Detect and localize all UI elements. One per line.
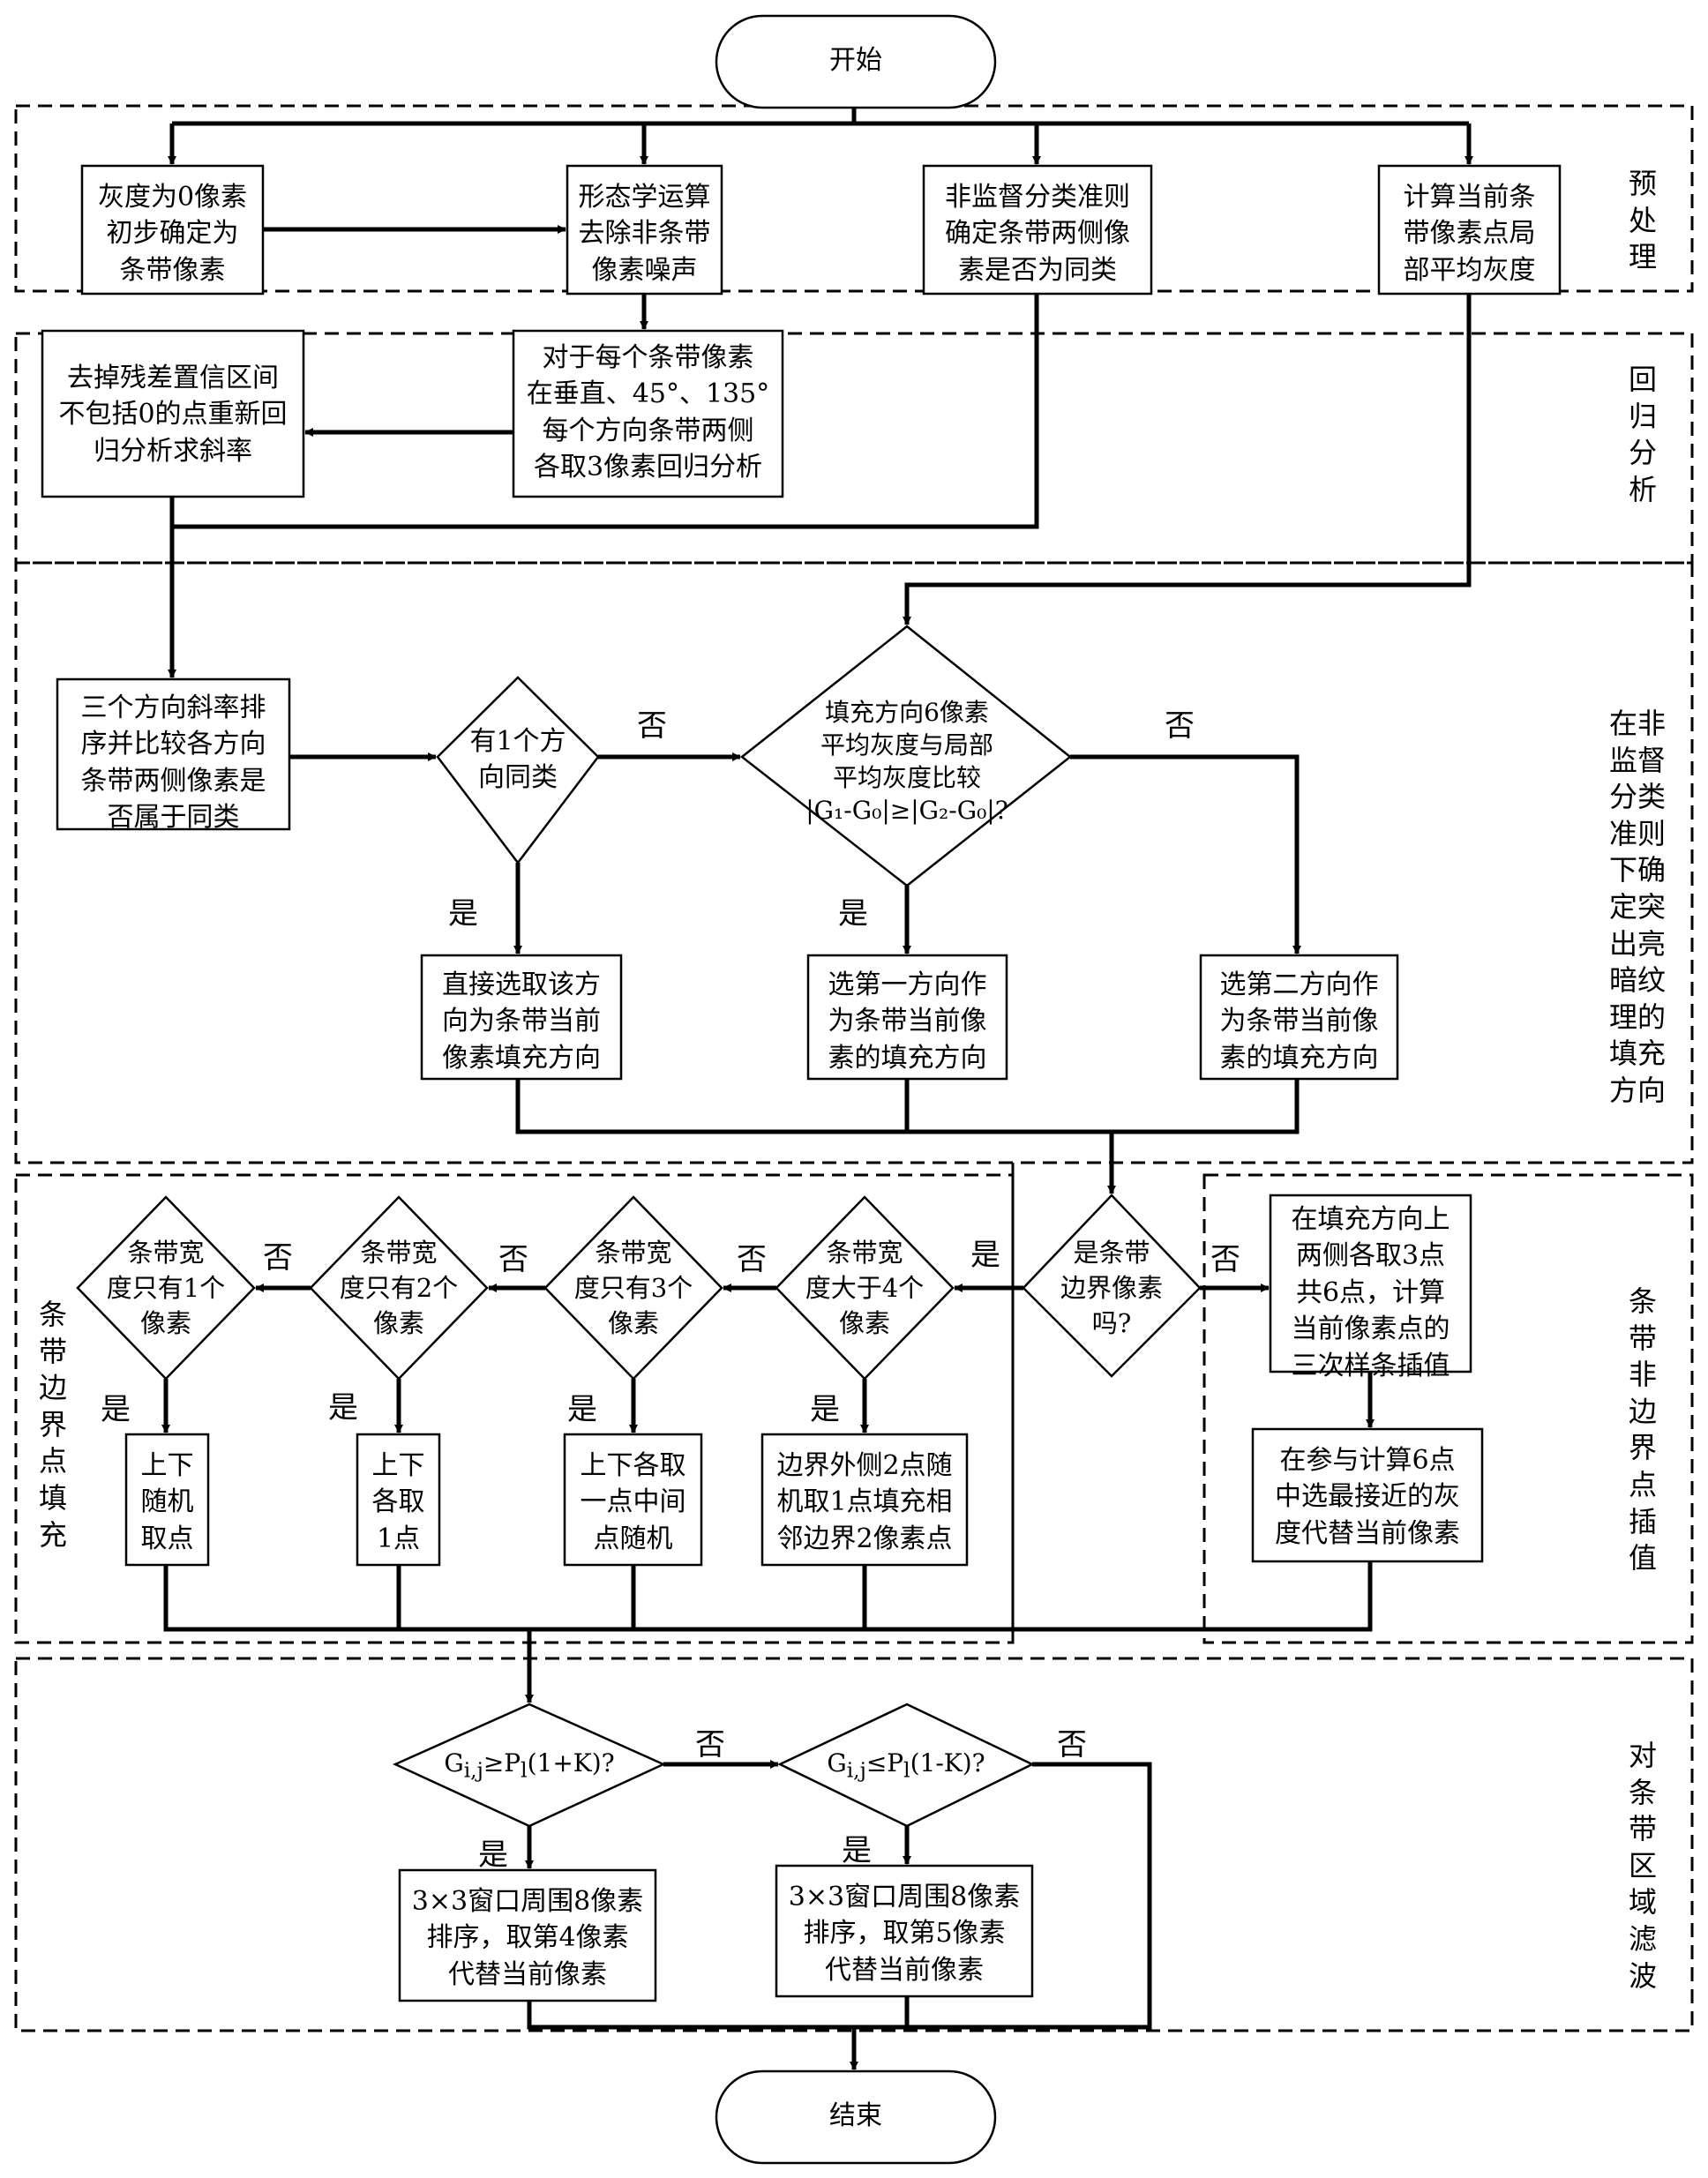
text-spline: 在填充方向上 两侧各取3点 共6点，计算 当前像素点的 三次样条插值 xyxy=(1291,1204,1450,1381)
label-no: 否 xyxy=(1210,1242,1240,1277)
section-label-preprocess: 预 处 理 xyxy=(1628,167,1657,274)
box-win5 xyxy=(775,1864,1034,1998)
text-localavg: 计算当前条 带像素点局 部平均灰度 xyxy=(1403,182,1536,286)
text-d-fill6: 填充方向6像素 平均灰度与局部 平均灰度比较 |G₁-G₀|≥|G₂-G₀|? xyxy=(805,698,1008,825)
box-regress xyxy=(512,329,784,498)
end-terminal xyxy=(715,2069,997,2165)
connector-unsup-join xyxy=(172,294,1039,529)
text-win4: 3×3窗口周围8像素 排序，取第4像素 代替当前像素 xyxy=(411,1886,644,1990)
box-dir-direct xyxy=(420,954,623,1081)
section-frame-edge-fill xyxy=(14,1173,1015,1644)
label-yes: 是 xyxy=(328,1390,358,1426)
connector-win4-end xyxy=(527,2001,854,2030)
section-label-regression: 回 归 分 析 xyxy=(1628,363,1657,506)
text-fill-gt4: 边界外侧2点随 机取1点填充相 邻边界2像素点 xyxy=(776,1450,953,1554)
connector-fill6-second xyxy=(1070,754,1301,954)
box-nearest xyxy=(1251,1427,1484,1563)
text-d-gp: Gi,j≥Pl(1+K)? xyxy=(444,1748,615,1783)
text-morph: 形态学运算 去除非条带 像素噪声 xyxy=(578,182,711,286)
label-no: 否 xyxy=(737,1242,767,1277)
text-fill-1: 上下 随机 取点 xyxy=(140,1450,194,1554)
box-fill-gt4 xyxy=(760,1433,969,1567)
text-refit: 去掉残差置信区间 不包括0的点重新回 归分析求斜率 xyxy=(58,363,288,467)
box-gray0 xyxy=(80,164,265,296)
label-yes: 是 xyxy=(810,1392,840,1427)
text-dir-first: 选第一方向作 为条带当前像 素的填充方向 xyxy=(828,969,987,1074)
section-label-nonedge: 条 带 非 边 界 点 插 值 xyxy=(1628,1284,1657,1575)
connector-localavg-fill6 xyxy=(903,294,1472,625)
section-label-edge-fill: 条 带 边 界 点 填 充 xyxy=(38,1298,67,1552)
text-d-2: 条带宽 度只有2个 像素 xyxy=(339,1238,459,1339)
label-no: 否 xyxy=(637,708,667,744)
box-fill-2 xyxy=(356,1433,441,1567)
box-spline xyxy=(1269,1194,1472,1373)
text-unsup: 非监督分类准则 确定条带两侧像 素是否为同类 xyxy=(945,182,1130,286)
text-d-one: 有1个方 向同类 xyxy=(469,726,566,794)
connector-fill-merge xyxy=(163,1561,1373,1632)
start-label: 开始 xyxy=(829,45,882,76)
text-d-gm: Gi,j≤Pl(1-K)? xyxy=(827,1748,985,1783)
label-yes: 是 xyxy=(101,1392,131,1427)
label-yes: 是 xyxy=(838,896,868,932)
text-fill-2: 上下 各取 1点 xyxy=(371,1450,425,1554)
section-label-direction: 在非 监督 分类 准则 下确 定突 出亮 暗纹 理的 填充 方向 xyxy=(1608,707,1666,1107)
label-yes: 是 xyxy=(448,896,478,932)
label-yes: 是 xyxy=(970,1238,1000,1273)
box-dir-second xyxy=(1199,954,1399,1081)
text-sort3: 三个方向斜率排 序并比较各方向 条带两侧像素是 否属于同类 xyxy=(80,692,266,834)
text-fill-3: 上下各取 一点中间 点随机 xyxy=(580,1450,686,1554)
text-win5: 3×3窗口周围8像素 排序，取第5像素 代替当前像素 xyxy=(788,1882,1021,1986)
box-refit xyxy=(41,329,305,498)
connector-gm-no xyxy=(854,1762,1152,2030)
section-label-filter: 对 条 带 区 域 滤 波 xyxy=(1628,1739,1657,1993)
section-frame-direction xyxy=(14,561,1694,1164)
label-no: 否 xyxy=(498,1242,528,1277)
text-d-1: 条带宽 度只有1个 像素 xyxy=(106,1238,226,1339)
label-no: 否 xyxy=(263,1240,293,1276)
box-sort3 xyxy=(56,677,291,831)
text-d-gt4: 条带宽 度大于4个 像素 xyxy=(805,1238,925,1339)
label-yes: 是 xyxy=(567,1392,597,1427)
label-yes: 是 xyxy=(478,1837,508,1873)
section-frame-filter xyxy=(14,1657,1694,2032)
section-frame-nonedge xyxy=(1202,1173,1694,1644)
text-d-edge: 是条带 边界像素 吗? xyxy=(1060,1238,1163,1339)
box-dir-first xyxy=(806,954,1008,1081)
text-nearest: 在参与计算6点 中选最接近的灰 度代替当前像素 xyxy=(1275,1445,1460,1549)
diamond-d-edge xyxy=(1022,1194,1202,1378)
label-no: 否 xyxy=(1165,708,1195,744)
box-fill-1 xyxy=(124,1433,210,1567)
label-no: 否 xyxy=(695,1727,725,1763)
box-fill-3 xyxy=(563,1433,703,1567)
end-label: 结束 xyxy=(829,2100,882,2131)
label-yes: 是 xyxy=(842,1833,872,1868)
text-regress: 对于每个条带像素 在垂直、45°、135° 每个方向条带两侧 各取3像素回归分析 xyxy=(526,342,770,483)
text-dir-direct: 直接选取该方 向为条带当前 像素填充方向 xyxy=(442,969,601,1074)
text-gray0: 灰度为0像素 初步确定为 条带像素 xyxy=(97,182,248,286)
box-win4 xyxy=(398,1868,657,2002)
label-no: 否 xyxy=(1057,1727,1087,1763)
text-d-3: 条带宽 度只有3个 像素 xyxy=(573,1238,693,1339)
text-dir-second: 选第二方向作 为条带当前像 素的填充方向 xyxy=(1219,969,1379,1074)
